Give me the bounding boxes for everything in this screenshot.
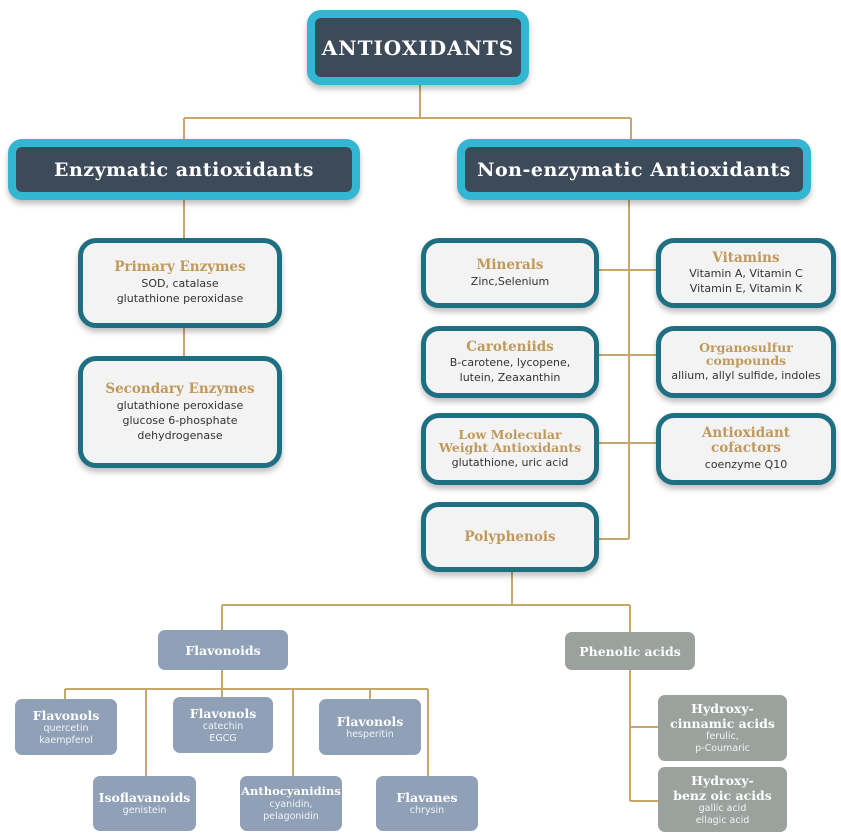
minerals-title: Minerals <box>476 256 544 273</box>
hydroxycinnamic-acids-title: cinnamic acids <box>670 716 775 731</box>
secondary-enzymes-line: glucose 6-phosphate <box>122 413 238 427</box>
flavonols-line: catechin <box>202 720 244 732</box>
primary-enzymes-card: Primary Enzymes SOD, catalase glutathion… <box>78 238 282 328</box>
primary-enzymes-line: glutathione peroxidase <box>116 292 244 305</box>
anthocyanidins-title: Anthocyanidins <box>241 784 341 798</box>
minerals-line: Zinc,Selenium <box>470 274 550 288</box>
polyphenols-card: Polyphenois <box>421 502 599 572</box>
carotenoids-line: B-carotene, lycopene, <box>449 355 571 369</box>
anthocyanidins-line: pelagonidin <box>263 811 319 822</box>
low-molecular-weight-card: Low Molecular Weight Antioxidants glutat… <box>421 413 599 485</box>
flavonols-quercetin-box: Flavonols quercetin kaempferol <box>15 699 117 755</box>
organosulfur-title: compounds <box>705 353 787 368</box>
isoflavanoids-title: Isoflavanoids <box>98 790 191 805</box>
flavonols-title: Flavonols <box>336 713 404 729</box>
hydroxycinnamic-acids-line: p-Coumaric <box>695 743 750 754</box>
organosulfur-title: Organosulfur <box>699 340 793 355</box>
low-molecular-weight-title: Low Molecular <box>458 427 562 442</box>
flavonols-catechin-box: Flavonols catechin EGCG <box>173 697 273 753</box>
antioxidant-cofactors-title: Antioxidant cofactors <box>701 425 791 456</box>
secondary-enzymes-title: Secondary Enzymes <box>105 380 255 397</box>
flavonoid-branches <box>64 689 429 777</box>
flavanes-box: Flavanes chrysin <box>376 776 478 831</box>
isoflavanoids-box: Isoflavanoids genistein <box>93 776 196 831</box>
flavonoids-box: Flavonoids <box>158 630 288 670</box>
polyphenols-connector <box>221 570 631 632</box>
organosulfur-line: allium, allyl sulfide, indoles <box>671 369 821 382</box>
hydroxybenzoic-acids-box: Hydroxy- benz oic acids gallic acid ella… <box>658 767 787 832</box>
hydroxycinnamic-acids-box: Hydroxy- cinnamic acids ferulic, p-Couma… <box>658 695 787 761</box>
phenolic-connector <box>629 670 658 802</box>
isoflavanoids-line: genistein <box>122 805 167 816</box>
non-enzymatic-connector <box>598 197 657 540</box>
primary-enzymes-title: Primary Enzymes <box>114 259 246 275</box>
organosulfur-card: Organosulfur compounds allium, allyl sul… <box>656 326 836 398</box>
carotenoids-line: lutein, Zeaxanthin <box>459 370 561 384</box>
anthocyanidins-line: cyanidin, <box>269 799 313 810</box>
enzymatic-antioxidants-label: Enzymatic antioxidants <box>54 158 314 181</box>
minerals-card: Minerals Zinc,Selenium <box>421 238 599 308</box>
carotenoids-card: Caroteniids B-carotene, lycopene, lutein… <box>421 326 599 398</box>
hydroxycinnamic-acids-line: ferulic, <box>706 731 739 742</box>
antioxidants-title-text: ANTIOXIDANTS <box>321 35 515 60</box>
root-connector <box>183 82 632 140</box>
hydroxybenzoic-acids-line: ellagic acid <box>695 814 750 826</box>
polyphenols-title: Polyphenois <box>464 528 556 545</box>
low-molecular-weight-title: Weight Antioxidants <box>438 440 582 455</box>
hydroxycinnamic-acids-title: Hydroxy- <box>691 701 754 716</box>
secondary-enzymes-line: dehydrogenase <box>137 428 223 442</box>
phenolic-acids-box: Phenolic acids <box>565 632 695 670</box>
flavonols-line: quercetin <box>43 722 89 734</box>
flavonols-line: hesperitin <box>346 728 394 740</box>
flavonoids-connector <box>65 669 428 690</box>
vitamins-title: Vitamins <box>712 249 780 266</box>
flavonols-line: kaempferol <box>39 734 93 746</box>
anthocyanidins-box: Anthocyanidins cyanidin, pelagonidin <box>240 776 342 831</box>
vitamins-line: Vitamin A, Vitamin C <box>689 266 803 280</box>
hydroxybenzoic-acids-title: benz oic acids <box>673 787 772 803</box>
secondary-enzymes-card: Secondary Enzymes glutathione peroxidase… <box>78 356 282 468</box>
hydroxybenzoic-acids-line: gallic acid <box>698 802 747 814</box>
antioxidant-cofactors-line: coenzyme Q10 <box>704 458 788 471</box>
antioxidants-title: ANTIOXIDANTS <box>307 10 529 85</box>
flavonols-hesperitin-box: Flavonols hesperitin <box>319 699 421 755</box>
non-enzymatic-antioxidants-label: Non-enzymatic Antioxidants <box>477 158 791 181</box>
flavonols-title: Flavonols <box>189 705 257 721</box>
secondary-enzymes-line: glutathione peroxidase <box>116 398 244 412</box>
low-molecular-weight-line: glutathione, uric acid <box>451 456 569 469</box>
non-enzymatic-antioxidants-box: Non-enzymatic Antioxidants <box>457 139 811 200</box>
phenolic-acids-title: Phenolic acids <box>579 643 681 659</box>
vitamins-card: Vitamins Vitamin A, Vitamin C Vitamin E,… <box>656 238 836 308</box>
flavanes-title: Flavanes <box>396 790 458 805</box>
carotenoids-title: Caroteniids <box>466 338 554 355</box>
primary-enzymes-line: SOD, catalase <box>141 277 219 290</box>
vitamins-line: Vitamin E, Vitamin K <box>689 281 803 295</box>
flavanes-line: chrysin <box>409 805 445 816</box>
flavonoids-title: Flavonoids <box>185 642 261 658</box>
flavonols-title: Flavonols <box>32 707 100 723</box>
enzymatic-antioxidants-box: Enzymatic antioxidants <box>8 139 360 200</box>
hydroxybenzoic-acids-title: Hydroxy- <box>691 772 754 788</box>
flavonols-line: EGCG <box>209 732 237 744</box>
antioxidant-cofactors-card: Antioxidant cofactors coenzyme Q10 <box>656 413 836 485</box>
